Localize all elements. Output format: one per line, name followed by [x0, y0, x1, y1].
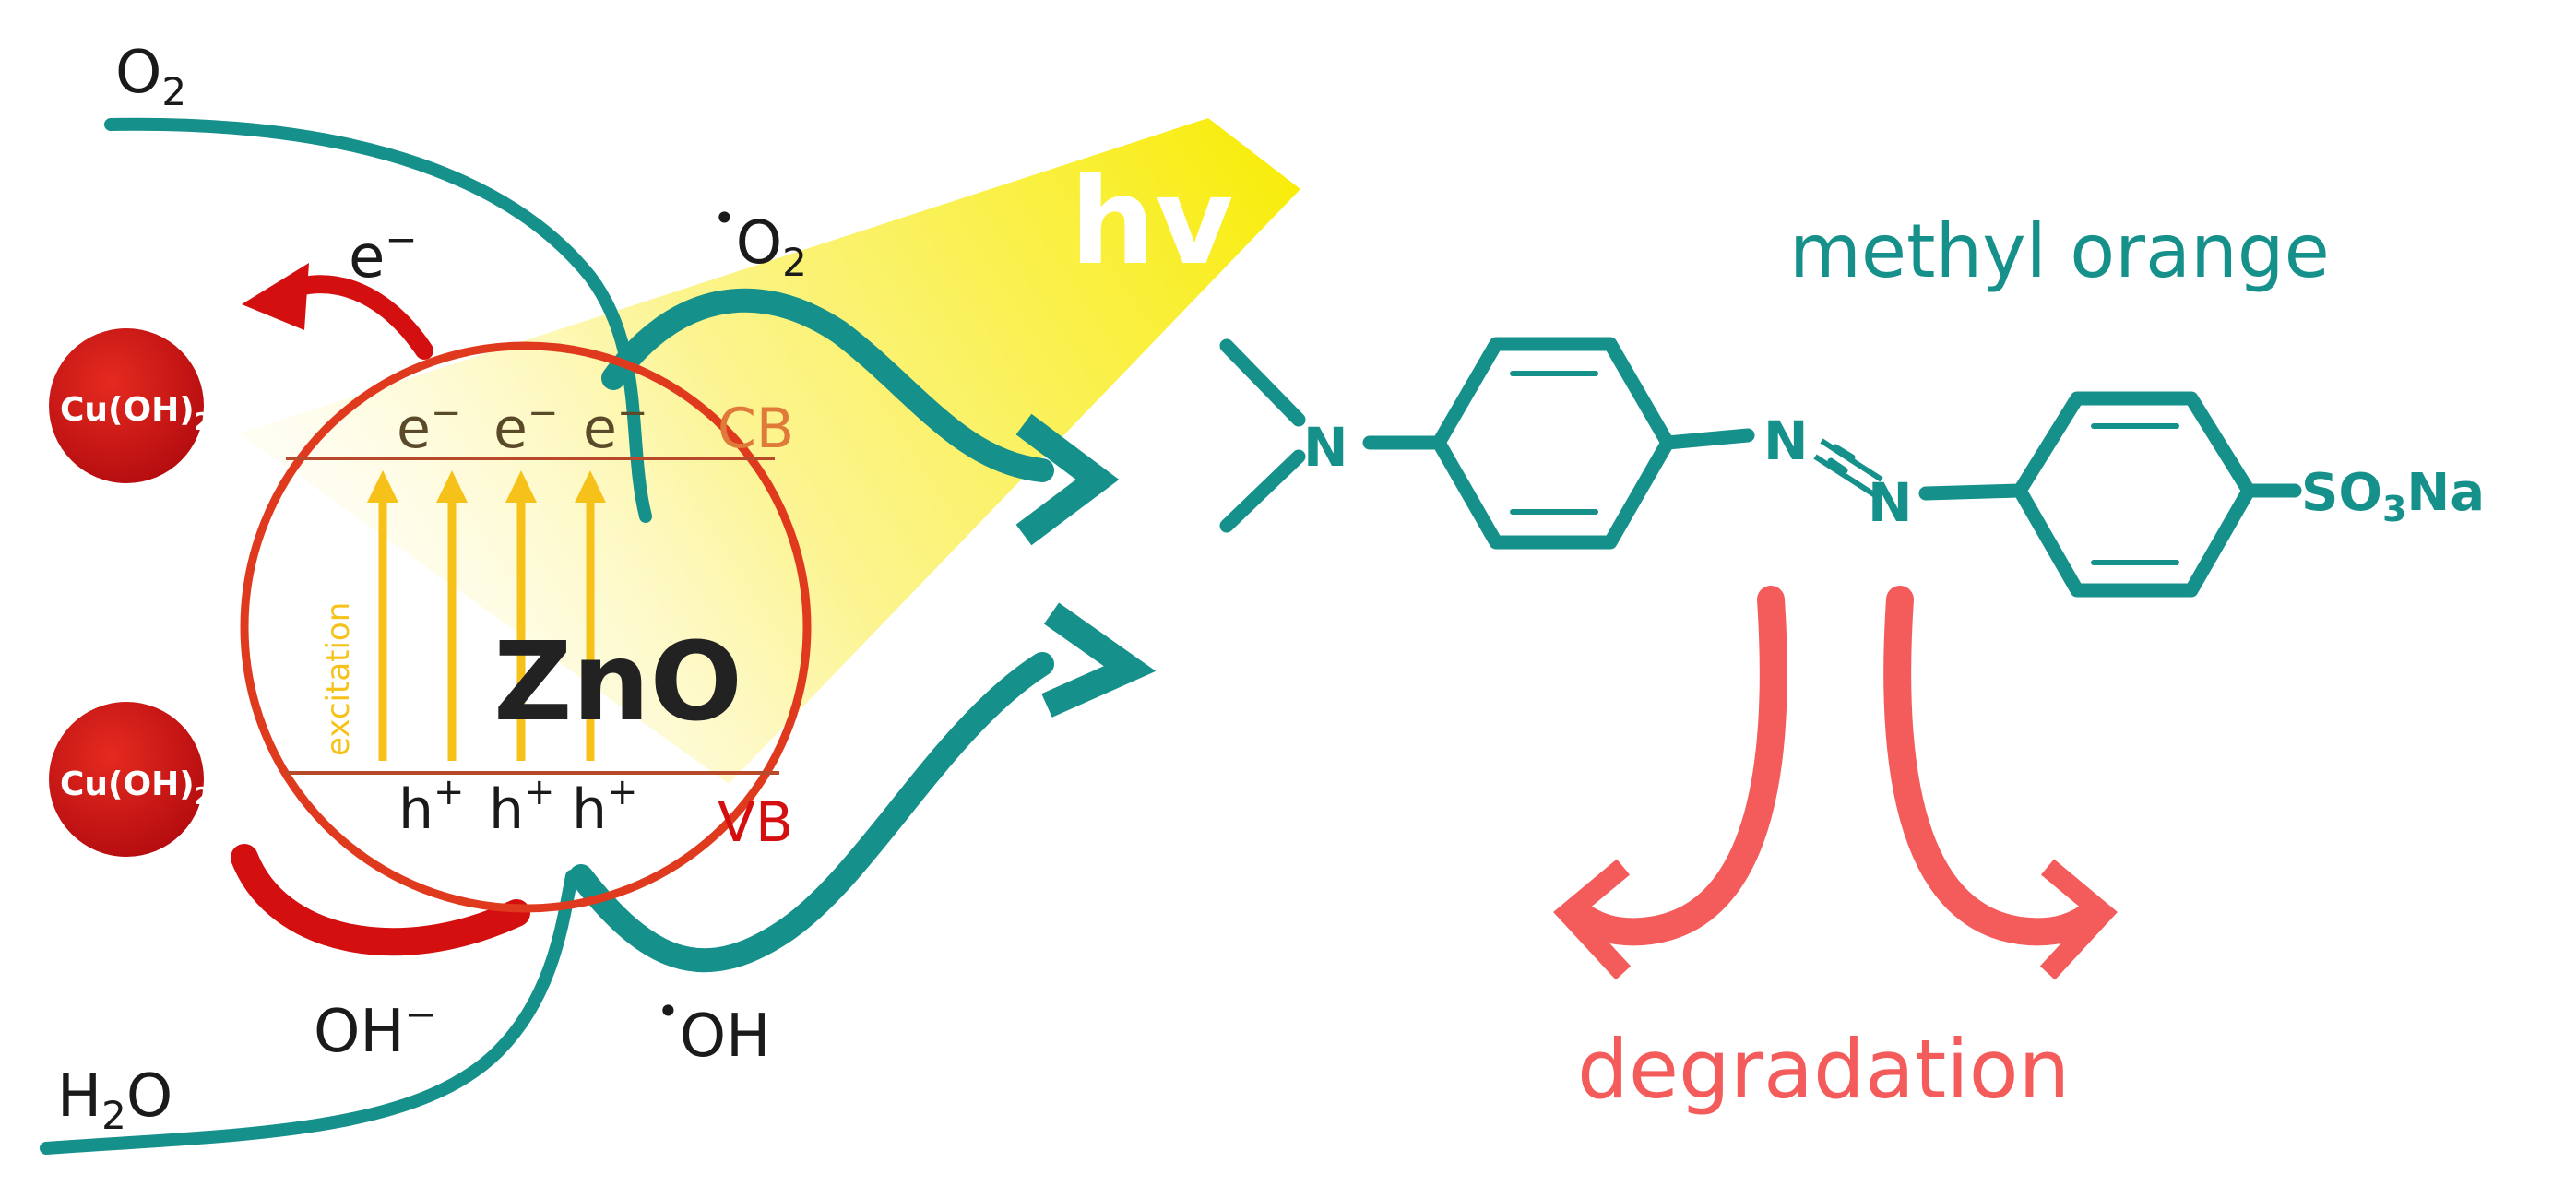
superoxide-label: •O2 [713, 196, 807, 285]
hydroxide-label: OH− [314, 991, 437, 1066]
h2o-label: H2O [57, 1062, 172, 1138]
cu-oh2-bottom-label: Cu(OH)2 [60, 765, 211, 811]
vb-label: VB [718, 790, 793, 855]
o2-label: O2 [115, 39, 186, 114]
degradation-arrows [1563, 586, 2107, 946]
n-azo-label-2: N [1868, 471, 1913, 534]
degradation-arrowhead-right [2039, 859, 2118, 980]
svg-text:h+: h+ [489, 771, 555, 842]
light-beam [240, 118, 1300, 784]
superoxide-arrowhead [1015, 413, 1120, 546]
electron-transfer-arrowhead [242, 263, 309, 330]
svg-text:e−: e− [397, 392, 461, 461]
svg-text:h+: h+ [398, 771, 465, 842]
n-azo-label-1: N [1763, 409, 1809, 472]
cb-label: CB [718, 397, 794, 461]
svg-text:h+: h+ [572, 771, 638, 842]
svg-text:e−: e− [493, 392, 558, 461]
vb-holes: h+ h+ h+ [398, 771, 638, 842]
cb-electrons: e− e− e− [397, 392, 647, 461]
n-amine-label: N [1303, 416, 1348, 479]
hydroxyl-arrowhead [1041, 602, 1157, 718]
cu-oh2-top-label: Cu(OH)2 [60, 391, 211, 436]
cu-oh2-particle-top [49, 328, 204, 483]
cu-oh2-particle-bottom [49, 702, 204, 857]
so3na-label: SO3Na [2301, 463, 2485, 529]
h2o-flow-line [40, 870, 578, 1155]
excitation-arrows [367, 470, 606, 761]
hv-label: hv [1070, 151, 1233, 291]
azo-bond-upper [1820, 438, 1883, 482]
superoxide-arrow-body [601, 288, 1054, 482]
azo-bond-lower [1813, 454, 1877, 498]
excitation-label: excitation [320, 602, 357, 756]
o2-flow-line [104, 117, 652, 523]
methyl-orange-label: methyl orange [1789, 208, 2330, 294]
hydroxyl-radical-label: •OH [657, 989, 770, 1071]
methyl-orange-structure [1219, 337, 2302, 598]
electron-transfer-label: e− [349, 217, 418, 291]
hydroxide-arrow [231, 844, 530, 956]
hydroxyl-arrow-body [569, 652, 1054, 973]
zno-particle [240, 341, 812, 913]
zno-label: ZnO [493, 618, 742, 745]
svg-text:e−: e− [583, 392, 647, 461]
degradation-arrowhead-left [1553, 859, 1632, 980]
degradation-label: degradation [1577, 1022, 2070, 1117]
